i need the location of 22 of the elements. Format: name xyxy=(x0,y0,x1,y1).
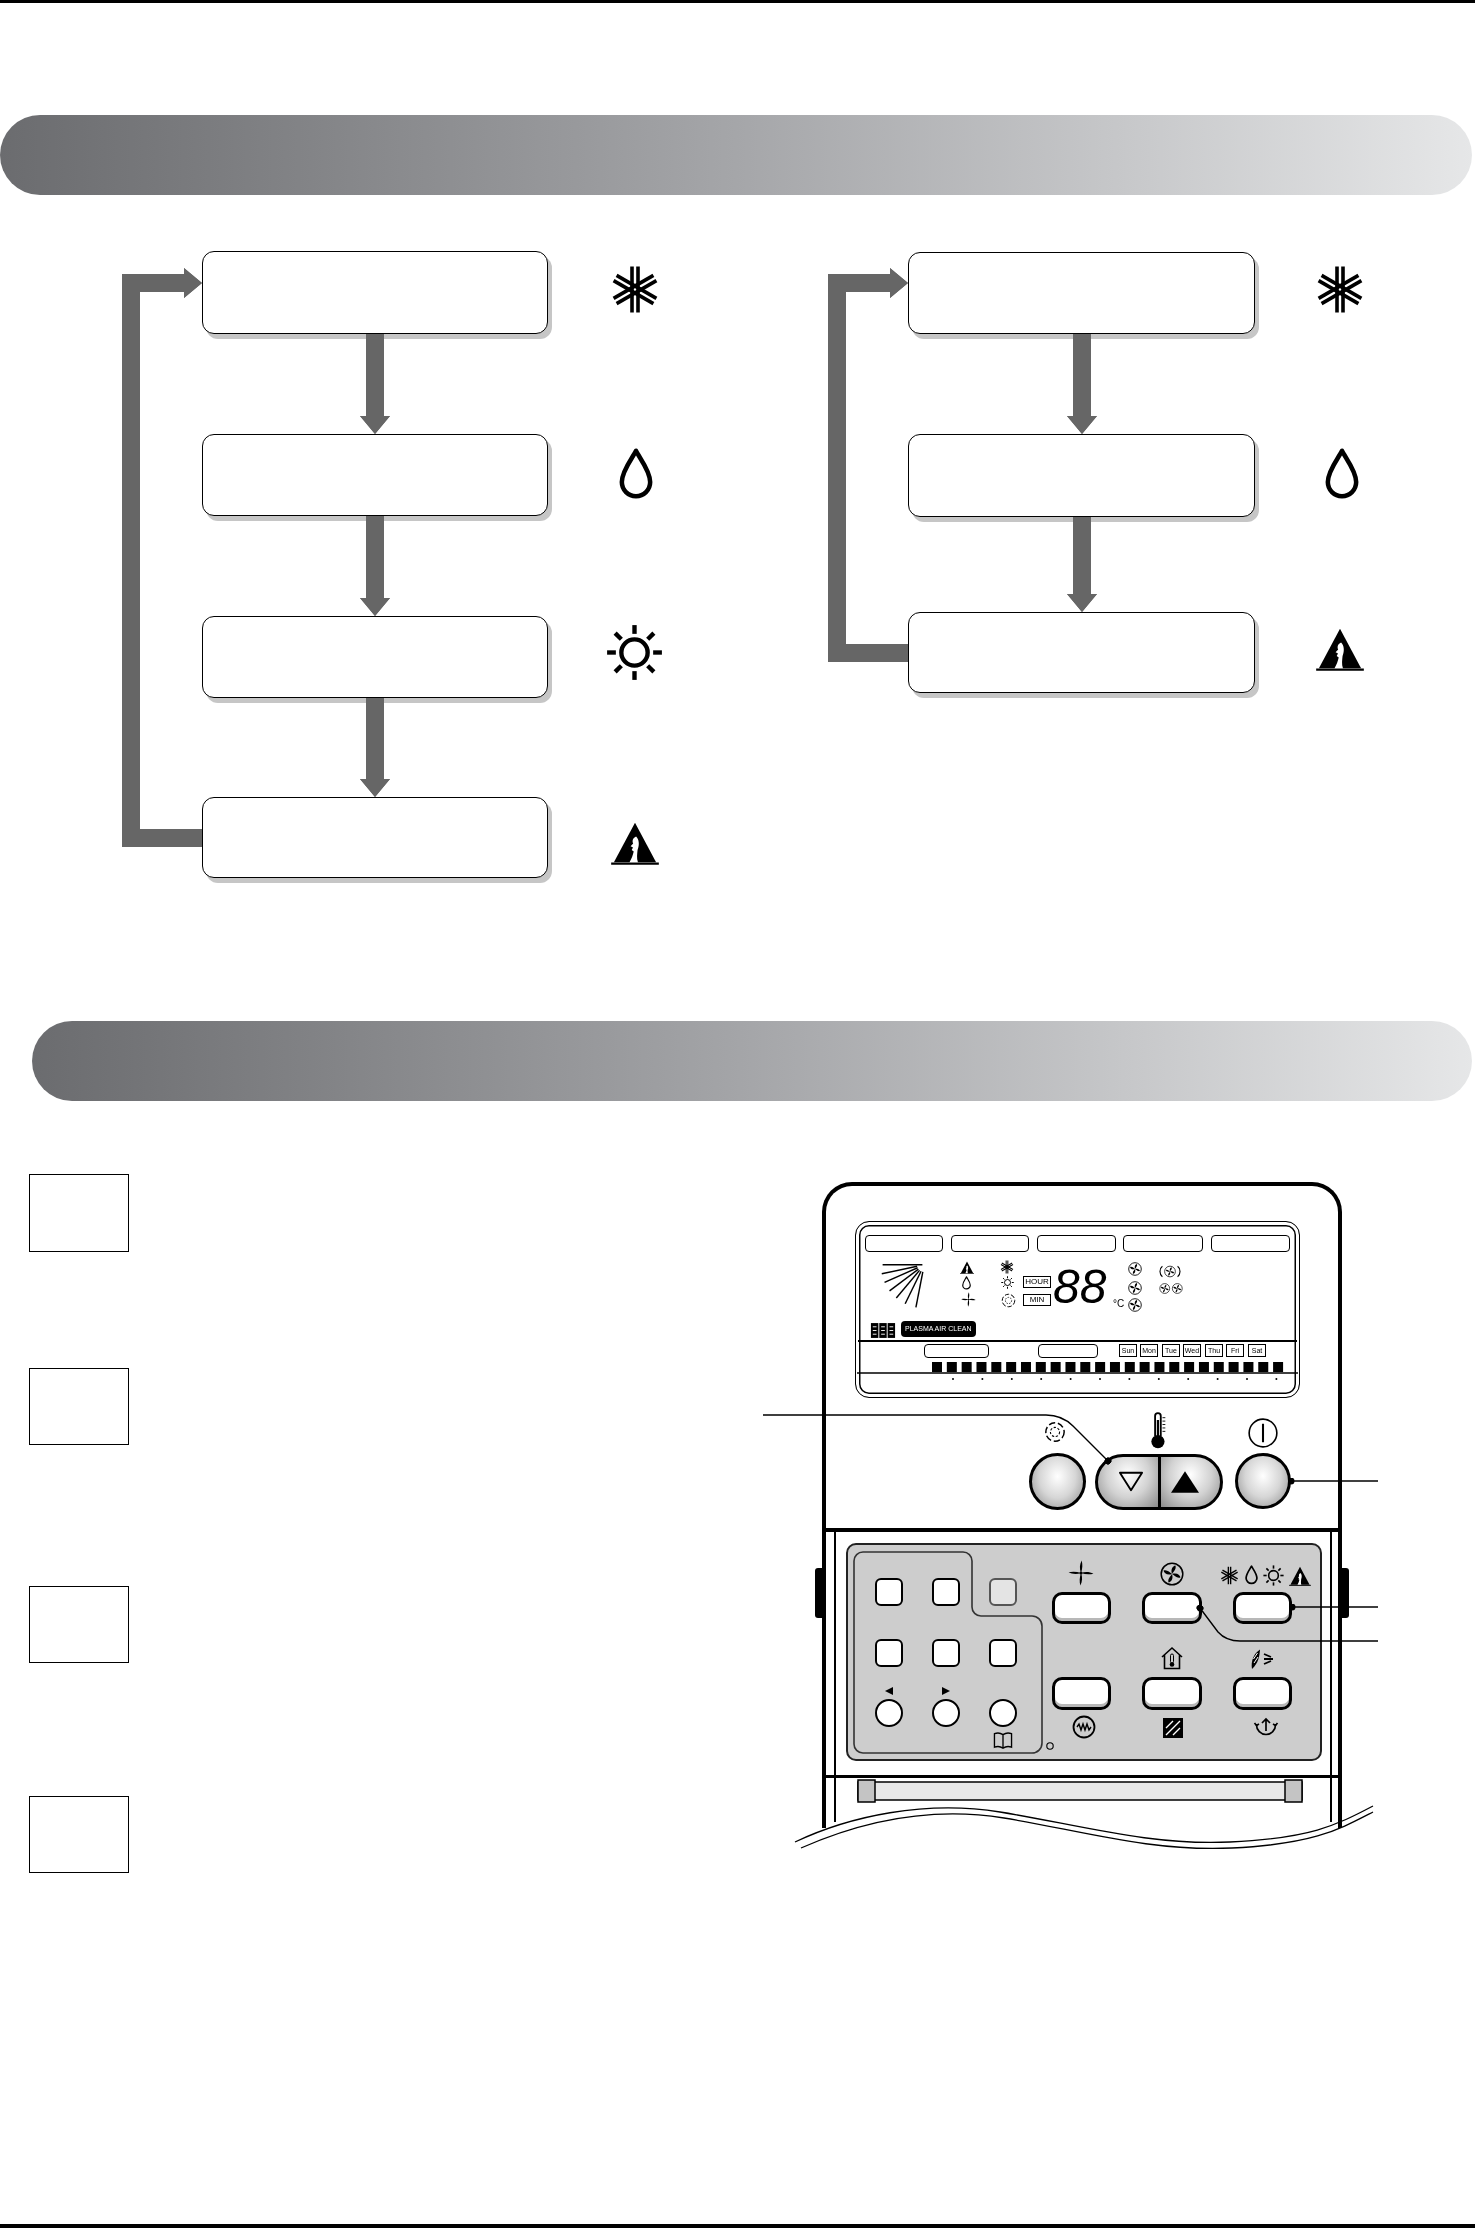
step-number-box xyxy=(29,1368,129,1445)
section-header-band xyxy=(0,115,1472,195)
step-number-box xyxy=(29,1586,129,1663)
indicator-label: MIN xyxy=(1023,1294,1051,1306)
flow-arrow xyxy=(360,698,390,797)
step-number-box xyxy=(29,1174,129,1252)
leader-line xyxy=(1287,1477,1379,1485)
flow-arrow xyxy=(360,516,390,616)
leader-line xyxy=(1196,1604,1379,1642)
rect-key xyxy=(1142,1592,1202,1624)
flow-arrow xyxy=(122,268,202,847)
flow-arrow xyxy=(828,268,908,662)
indicator-label: HOUR xyxy=(1023,1276,1051,1288)
up-key xyxy=(1158,1454,1223,1510)
unit-label: °C xyxy=(1113,1298,1126,1310)
leader-line xyxy=(762,1414,1112,1465)
flow-arrow xyxy=(360,334,390,434)
lcd-digits: 88 xyxy=(1053,1264,1108,1310)
flow-arrow xyxy=(1067,334,1097,434)
rect-key xyxy=(1233,1592,1292,1624)
flow-arrow xyxy=(1067,517,1097,612)
step-number-box xyxy=(29,1796,129,1873)
